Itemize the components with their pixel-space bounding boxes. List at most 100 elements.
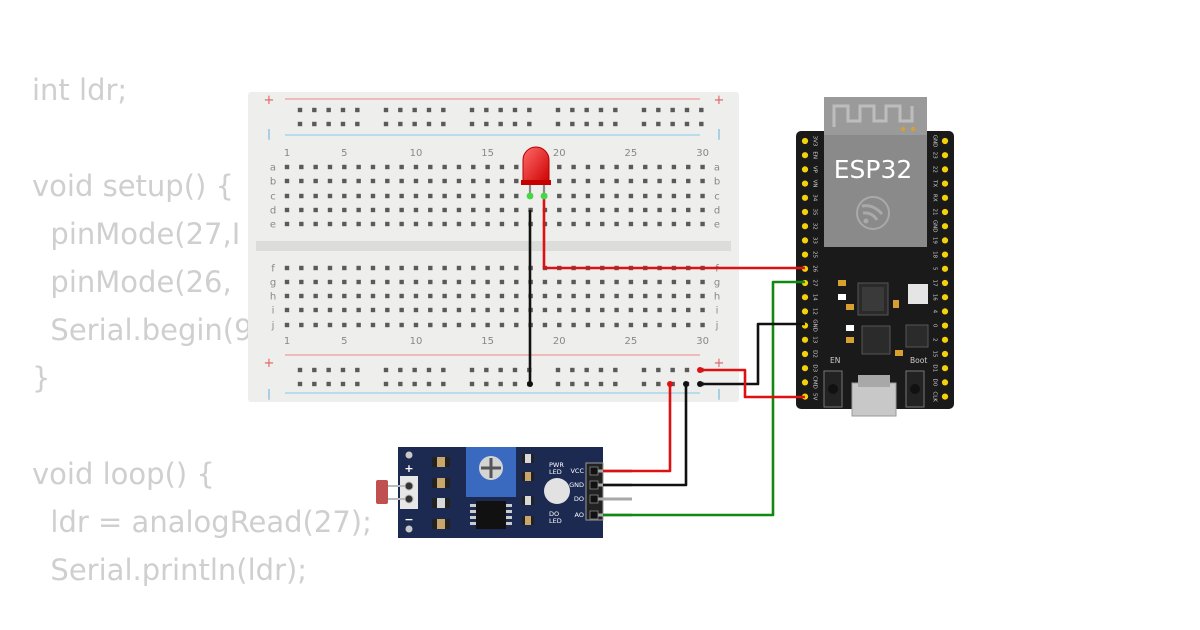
breadboard-hole[interactable] (700, 293, 705, 299)
rail-hole[interactable] (426, 367, 432, 373)
breadboard-hole[interactable] (456, 293, 462, 299)
rail-hole[interactable] (398, 367, 403, 373)
breadboard-hole[interactable] (313, 207, 318, 213)
breadboard-hole[interactable] (671, 193, 677, 199)
esp32-pin-right[interactable] (941, 251, 949, 258)
rail-hole[interactable] (498, 367, 503, 373)
rail-hole[interactable] (670, 107, 675, 113)
breadboard-hole[interactable] (370, 307, 376, 313)
breadboard-hole[interactable] (471, 265, 476, 271)
breadboard-hole[interactable] (342, 193, 347, 199)
breadboard-hole[interactable] (585, 221, 591, 227)
red-led[interactable] (521, 146, 551, 200)
breadboard-hole[interactable] (643, 207, 648, 213)
breadboard-hole[interactable] (485, 221, 490, 227)
breadboard-hole[interactable] (299, 265, 304, 271)
breadboard-hole[interactable] (585, 279, 591, 285)
breadboard-hole[interactable] (399, 293, 404, 299)
rail-hole[interactable] (613, 367, 618, 373)
breadboard-hole[interactable] (485, 279, 490, 285)
esp32-pin-left[interactable] (801, 166, 809, 173)
rail-hole[interactable] (484, 107, 489, 113)
breadboard-hole[interactable] (585, 164, 591, 170)
breadboard-hole[interactable] (686, 279, 691, 285)
rail-hole[interactable] (598, 121, 604, 127)
breadboard-hole[interactable] (313, 164, 318, 170)
breadboard-hole[interactable] (700, 193, 705, 199)
rail-hole[interactable] (340, 121, 346, 127)
breadboard-hole[interactable] (585, 293, 591, 299)
breadboard-hole[interactable] (356, 221, 361, 227)
breadboard-hole[interactable] (614, 193, 619, 199)
breadboard-hole[interactable] (284, 193, 290, 199)
esp32-pin-left[interactable] (801, 379, 809, 386)
rail-hole[interactable] (656, 121, 661, 127)
breadboard-hole[interactable] (284, 265, 290, 271)
rail-hole[interactable] (297, 367, 303, 373)
breadboard-hole[interactable] (700, 207, 705, 213)
breadboard-hole[interactable] (356, 193, 361, 199)
rail-hole[interactable] (656, 381, 661, 387)
breadboard-hole[interactable] (485, 207, 490, 213)
breadboard-hole[interactable] (342, 178, 347, 184)
breadboard-hole[interactable] (327, 307, 333, 313)
rail-hole[interactable] (512, 381, 518, 387)
breadboard-hole[interactable] (299, 221, 304, 227)
breadboard-hole[interactable] (628, 193, 634, 199)
breadboard-hole[interactable] (571, 322, 576, 328)
breadboard-hole[interactable] (557, 193, 562, 199)
breadboard-hole[interactable] (557, 207, 562, 213)
breadboard-hole[interactable] (514, 265, 519, 271)
breadboard-hole[interactable] (313, 265, 318, 271)
breadboard-hole[interactable] (700, 322, 705, 328)
breadboard-hole[interactable] (442, 293, 447, 299)
esp32-pin-right[interactable] (941, 379, 949, 386)
esp32-pin-right[interactable] (941, 365, 949, 372)
breadboard-hole[interactable] (700, 307, 705, 313)
breadboard-hole[interactable] (399, 221, 404, 227)
breadboard-hole[interactable] (485, 265, 490, 271)
breadboard-hole[interactable] (643, 293, 648, 299)
breadboard-hole[interactable] (600, 164, 605, 170)
breadboard-hole[interactable] (471, 193, 476, 199)
breadboard-hole[interactable] (456, 322, 462, 328)
rail-hole[interactable] (684, 367, 690, 373)
rail-hole[interactable] (570, 381, 575, 387)
breadboard-hole[interactable] (370, 207, 376, 213)
breadboard-hole[interactable] (499, 293, 505, 299)
breadboard-hole[interactable] (385, 279, 390, 285)
breadboard-hole[interactable] (356, 293, 361, 299)
rail-hole[interactable] (570, 107, 575, 113)
rail-hole[interactable] (312, 367, 317, 373)
breadboard-hole[interactable] (499, 221, 505, 227)
breadboard-hole[interactable] (370, 322, 376, 328)
breadboard-hole[interactable] (413, 164, 419, 170)
rail-hole[interactable] (441, 107, 446, 113)
breadboard-hole[interactable] (284, 178, 290, 184)
breadboard-hole[interactable] (557, 279, 562, 285)
breadboard-hole[interactable] (614, 164, 619, 170)
breadboard-hole[interactable] (686, 178, 691, 184)
rail-hole[interactable] (684, 107, 690, 113)
breadboard-hole[interactable] (571, 164, 576, 170)
breadboard-hole[interactable] (342, 221, 347, 227)
breadboard-hole[interactable] (700, 279, 705, 285)
esp32-pin-right[interactable] (941, 223, 949, 230)
breadboard-hole[interactable] (428, 221, 433, 227)
breadboard-hole[interactable] (499, 193, 505, 199)
wire-module-gnd[interactable] (603, 384, 688, 487)
breadboard-hole[interactable] (327, 265, 333, 271)
rail-hole[interactable] (527, 107, 532, 113)
breadboard-hole[interactable] (456, 265, 462, 271)
breadboard-hole[interactable] (385, 322, 390, 328)
breadboard-hole[interactable] (327, 193, 333, 199)
esp32-pin-left[interactable] (801, 350, 809, 358)
breadboard-hole[interactable] (499, 178, 505, 184)
breadboard-hole[interactable] (385, 293, 390, 299)
breadboard-hole[interactable] (313, 279, 318, 285)
rail-hole[interactable] (699, 121, 704, 127)
breadboard-hole[interactable] (628, 307, 634, 313)
breadboard-hole[interactable] (628, 178, 634, 184)
